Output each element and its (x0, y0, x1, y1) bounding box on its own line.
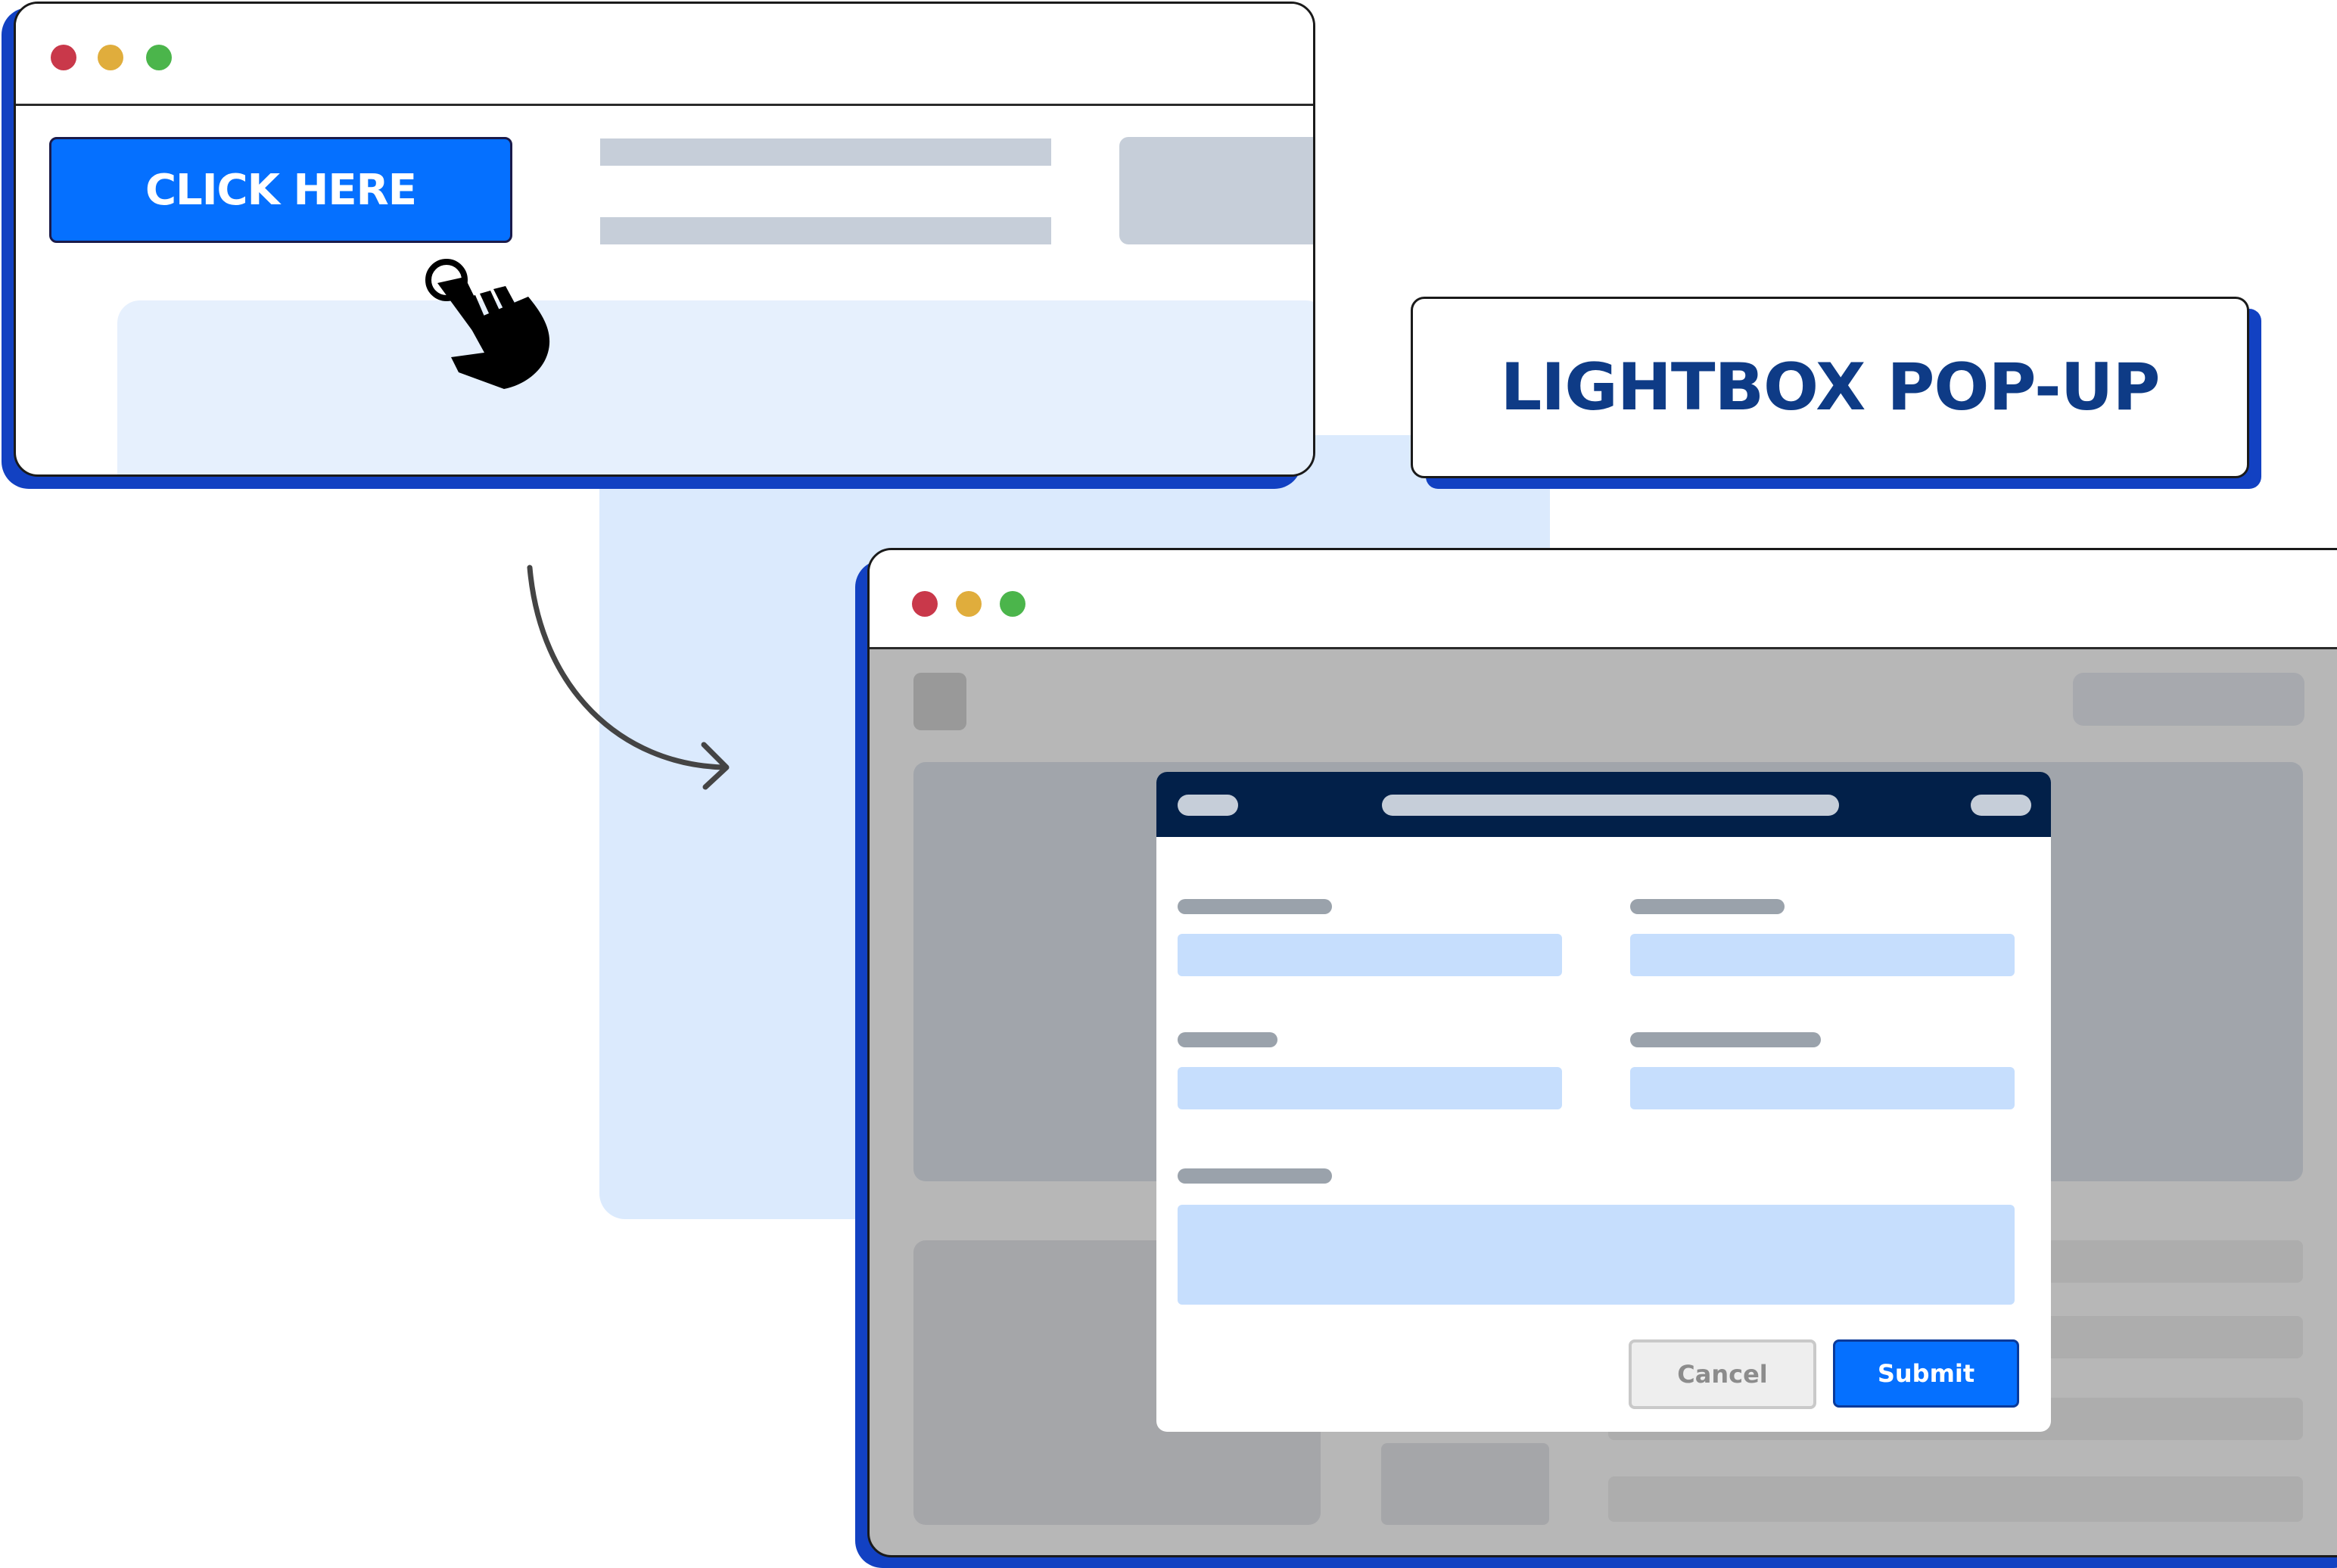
close-modal-button[interactable] (1971, 795, 2031, 816)
field-label-placeholder (1178, 1032, 1277, 1047)
thumb-placeholder (1381, 1443, 1549, 1525)
click-here-button[interactable]: CLICK HERE (49, 137, 512, 243)
modal-header (1156, 772, 2051, 837)
form-input-4[interactable] (1630, 1067, 2015, 1109)
hand-pointer-click-icon (425, 259, 550, 389)
nav-placeholder (2073, 673, 2304, 726)
window-titlebar (870, 550, 2337, 649)
form-input-1[interactable] (1178, 934, 1562, 976)
modal-header-left-placeholder (1178, 795, 1238, 816)
submit-button[interactable]: Submit (1833, 1339, 2019, 1408)
content-placeholder (117, 300, 1313, 474)
field-label-placeholder (1178, 899, 1332, 914)
line-placeholder-4 (1608, 1476, 2303, 1522)
close-window-dot[interactable] (912, 591, 938, 617)
curved-arrow-icon (527, 565, 730, 790)
text-placeholder-1 (600, 138, 1051, 166)
browser-window-1: CLICK HERE (14, 2, 1315, 477)
minimize-window-dot[interactable] (956, 591, 982, 617)
form-textarea[interactable] (1178, 1205, 2015, 1305)
field-label-placeholder (1630, 1032, 1821, 1047)
form-input-2[interactable] (1630, 934, 2015, 976)
logo-placeholder (913, 673, 966, 730)
field-label-placeholder (1630, 899, 1785, 914)
maximize-window-dot[interactable] (1000, 591, 1025, 617)
form-input-3[interactable] (1178, 1067, 1562, 1109)
lightbox-popup-label: LIGHTBOX POP-UP (1411, 297, 2249, 478)
cancel-button[interactable]: Cancel (1629, 1339, 1816, 1409)
minimize-window-dot[interactable] (98, 45, 123, 70)
field-label-placeholder (1178, 1168, 1332, 1184)
modal-title-placeholder (1382, 795, 1839, 816)
maximize-window-dot[interactable] (146, 45, 172, 70)
lightbox-modal: Cancel Submit (1156, 772, 2051, 1432)
window-titlebar (16, 4, 1313, 106)
text-placeholder-2 (600, 217, 1051, 244)
close-window-dot[interactable] (51, 45, 76, 70)
image-placeholder (1119, 137, 1313, 244)
